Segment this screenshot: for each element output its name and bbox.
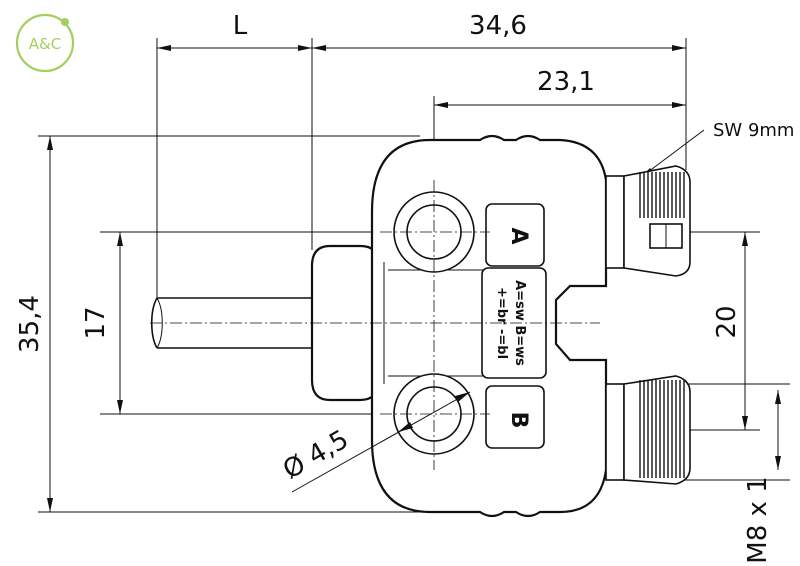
dimension-port-spacing: 17 — [81, 232, 123, 414]
label-recess-b — [485, 385, 545, 449]
dimension-overall-height: 35,4 — [15, 136, 53, 512]
mounting-hole-b — [393, 373, 475, 455]
svg-text:Ø 4,5: Ø 4,5 — [278, 425, 354, 486]
svg-text:20: 20 — [712, 305, 742, 338]
port-b-label: B — [506, 412, 531, 429]
connector-b — [605, 375, 691, 485]
port-a-label: A — [506, 227, 531, 244]
dimension-overall-length: 34,6 — [312, 11, 686, 51]
svg-text:23,1: 23,1 — [537, 67, 595, 97]
cable — [150, 297, 320, 349]
connector-a — [605, 165, 691, 277]
svg-text:M8 x 1: M8 x 1 — [743, 476, 773, 563]
svg-text:SW 9mm: SW 9mm — [713, 120, 794, 141]
label-recess-a — [485, 203, 545, 267]
svg-text:17: 17 — [81, 306, 111, 339]
svg-text:34,6: 34,6 — [469, 11, 527, 41]
logo-text: A&C — [29, 35, 61, 53]
svg-text:35,4: 35,4 — [15, 295, 45, 353]
company-logo: A&C — [15, 13, 75, 73]
dimension-cable-length: L — [157, 11, 312, 51]
dimension-housing-length: 23,1 — [434, 67, 686, 108]
svg-text:L: L — [233, 11, 248, 41]
